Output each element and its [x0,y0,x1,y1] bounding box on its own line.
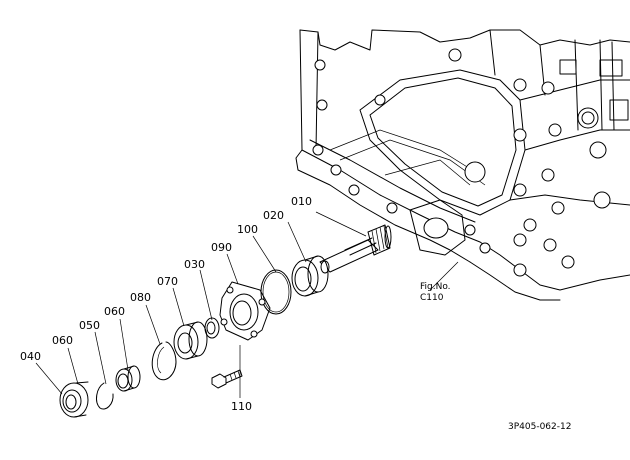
part-090-flange [219,281,271,341]
callout-070: 070 [157,275,178,288]
callout-040: 040 [20,350,41,363]
callout-100: 100 [237,223,258,236]
callout-010: 010 [291,195,312,208]
fig-ref-line1: Fig.No. [420,282,451,292]
callout-060-upper: 060 [104,305,125,318]
callout-090: 090 [211,241,232,254]
callout-050: 050 [79,319,100,332]
part-070-bearing [173,321,208,360]
part-020-bearing [291,255,329,297]
transmission-housing [295,29,630,301]
callout-060-lower: 060 [52,334,73,347]
part-040-oil-seal [59,381,89,418]
callout-020: 020 [263,209,284,222]
callout-030: 030 [184,258,205,271]
callout-labels: 010 020 100 090 030 070 080 060 050 060 … [20,195,312,413]
part-050-snap-ring [96,382,114,410]
part-010-shaft [319,224,392,274]
drawing-code: 3P405-062-12 [508,422,571,432]
part-060-collar-upper [115,365,141,392]
part-100-o-ring [260,269,292,315]
leader-lines [35,211,459,398]
fig-ref-line2: C110 [420,293,444,303]
callout-110: 110 [231,400,252,413]
part-110-bolt [211,369,243,389]
part-080-snap-ring [151,341,177,381]
figure-reference: Fig.No. C110 [420,282,451,303]
callout-080: 080 [130,291,151,304]
